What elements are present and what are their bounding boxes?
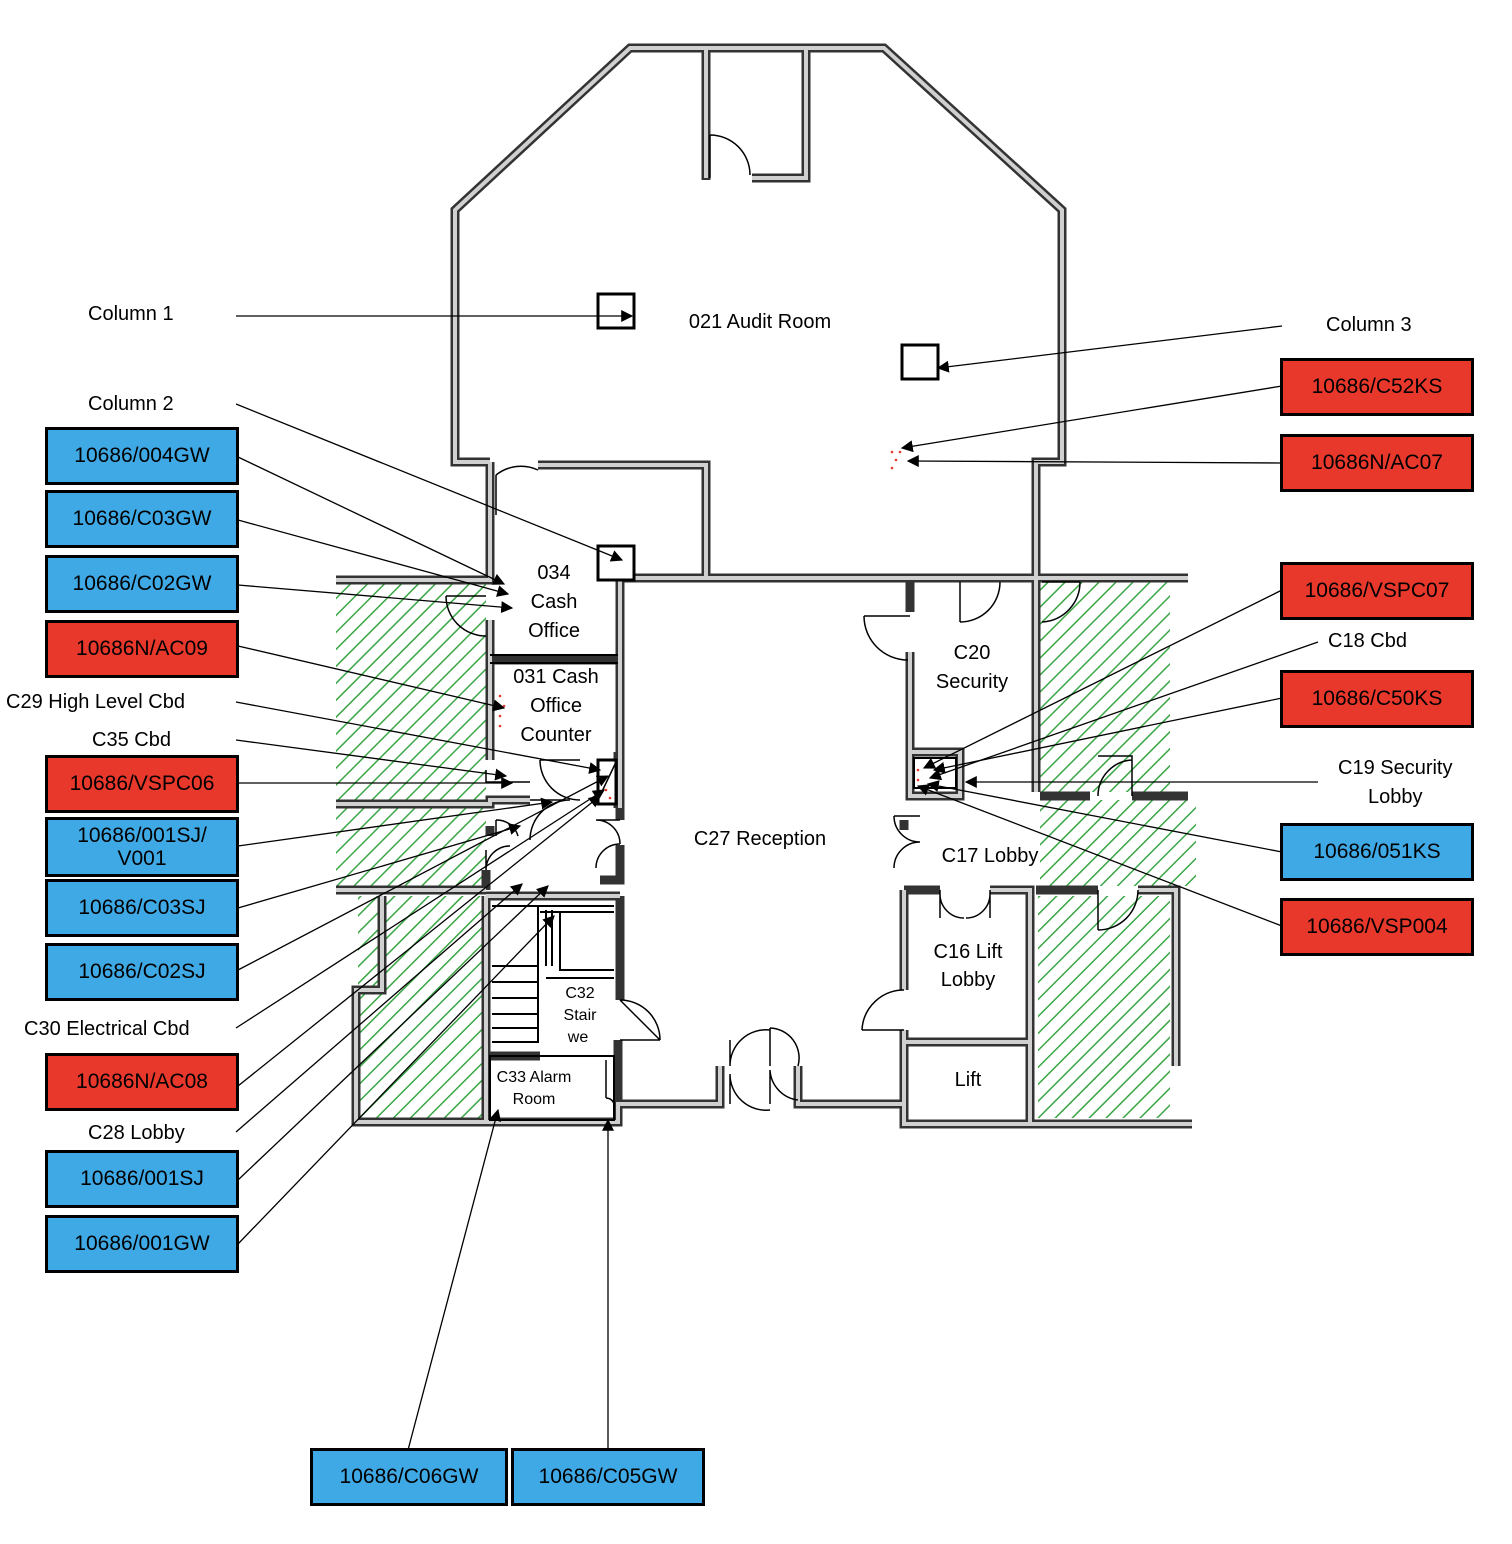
svg-text:Stair: Stair: [564, 1007, 598, 1024]
svg-text:C20: C20: [954, 642, 991, 664]
sensor-marks: [498, 450, 920, 800]
tag-10686-c05gw[interactable]: 10686/C05GW: [511, 1448, 705, 1506]
reception-label: C27 Reception: [694, 828, 826, 850]
svg-text:031 Cash: 031 Cash: [513, 666, 599, 688]
svg-text:C16 Lift: C16 Lift: [934, 941, 1003, 963]
callout-c18-cbd: C18 Cbd: [1328, 630, 1407, 652]
callout-c35-cbd: C35 Cbd: [92, 729, 171, 751]
audit-room-label: 021 Audit Room: [689, 311, 831, 333]
svg-text:we: we: [567, 1029, 589, 1046]
svg-text:Office: Office: [530, 695, 582, 717]
callout-column-3: Column 3: [1326, 314, 1412, 336]
svg-text:Room: Room: [513, 1091, 556, 1108]
callout-c28-lobby: C28 Lobby: [88, 1122, 185, 1144]
tag-10686-051ks[interactable]: 10686/051KS: [1280, 823, 1474, 881]
callout-c19-security-lobby: C19 Security Lobby: [1338, 757, 1453, 808]
tag-10686-vsp004[interactable]: 10686/VSP004: [1280, 898, 1474, 956]
tag-10686-vspc06[interactable]: 10686/VSPC06: [45, 755, 239, 813]
svg-text:Lift: Lift: [955, 1069, 982, 1091]
tag-10686-c02sj[interactable]: 10686/C02SJ: [45, 943, 239, 1001]
tag-10686-001sj-v001[interactable]: 10686/001SJ/ V001: [45, 817, 239, 877]
leader-lines: [235, 310, 1319, 1451]
svg-text:C32: C32: [565, 985, 594, 1002]
callout-column-2: Column 2: [88, 393, 174, 415]
svg-text:034: 034: [537, 562, 570, 584]
tag-10686-c50ks[interactable]: 10686/C50KS: [1280, 670, 1474, 728]
svg-text:Cash: Cash: [531, 591, 578, 613]
callout-c30-electrical-cbd: C30 Electrical Cbd: [24, 1018, 190, 1040]
tag-10686-004gw[interactable]: 10686/004GW: [45, 427, 239, 485]
callout-column-1: Column 1: [88, 303, 174, 325]
tag-10686n-ac08[interactable]: 10686N/AC08: [45, 1053, 239, 1111]
svg-text:Counter: Counter: [520, 724, 591, 746]
tag-10686-vspc07[interactable]: 10686/VSPC07: [1280, 562, 1474, 620]
svg-text:Office: Office: [528, 620, 580, 642]
tag-10686-001sj[interactable]: 10686/001SJ: [45, 1150, 239, 1208]
room-labels: 021 Audit Room 034 Cash Office 031 Cash …: [497, 311, 1039, 1108]
svg-text:C33 Alarm: C33 Alarm: [497, 1069, 572, 1086]
callout-c29-high-level-cbd: C29 High Level Cbd: [6, 691, 185, 713]
svg-text:Security: Security: [936, 671, 1008, 693]
tag-10686-c06gw[interactable]: 10686/C06GW: [310, 1448, 508, 1506]
tag-10686n-ac07[interactable]: 10686N/AC07: [1280, 434, 1474, 492]
tag-10686-c52ks[interactable]: 10686/C52KS: [1280, 358, 1474, 416]
tag-10686n-ac09[interactable]: 10686N/AC09: [45, 620, 239, 678]
column-3: [900, 343, 940, 381]
walls: [336, 43, 1192, 1129]
column-2: [596, 544, 636, 582]
svg-text:Lobby: Lobby: [941, 969, 996, 991]
stairs: [489, 905, 615, 1121]
columns: [596, 292, 957, 806]
tag-10686-c03sj[interactable]: 10686/C03SJ: [45, 879, 239, 937]
tag-10686-c02gw[interactable]: 10686/C02GW: [45, 555, 239, 613]
tag-10686-001gw[interactable]: 10686/001GW: [45, 1215, 239, 1273]
column-1: [596, 292, 636, 330]
svg-text:C17 Lobby: C17 Lobby: [942, 845, 1039, 867]
tag-10686-c03gw[interactable]: 10686/C03GW: [45, 490, 239, 548]
